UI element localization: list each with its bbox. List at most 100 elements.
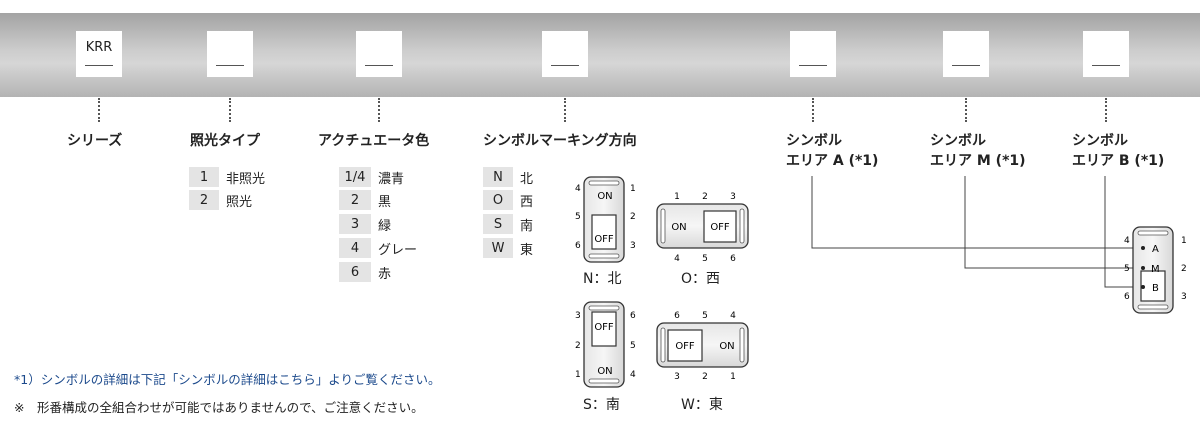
label-symbol: シンボル — [930, 133, 986, 149]
area-a-code-box — [790, 31, 836, 77]
leader-line-b — [1104, 176, 1143, 288]
dotted-connector — [229, 98, 231, 122]
dotted-connector — [812, 98, 814, 122]
terminal-label: 5 — [630, 341, 636, 351]
switch-south-diagram: OFF ON 3 2 1 6 5 4 — [575, 301, 636, 388]
off-label: OFF — [710, 222, 730, 233]
terminal-label: 5 — [575, 212, 581, 222]
code-underline — [952, 65, 980, 66]
option-label: 黒 — [378, 194, 392, 210]
terminal-label: 1 — [730, 372, 736, 382]
actuator-color-code-box — [356, 31, 402, 77]
label-series: シリーズ — [67, 133, 123, 149]
terminal-label: 3 — [575, 311, 581, 321]
area-marker-m: M — [1151, 264, 1160, 275]
terminal-label: 6 — [1124, 292, 1130, 302]
caption-east: W：東 — [681, 397, 723, 413]
direction-option: N 北 — [483, 167, 533, 187]
code-underline — [365, 65, 393, 66]
terminal-label: 4 — [1124, 236, 1130, 246]
color-option: 6 赤 — [339, 262, 391, 282]
terminal-label: 1 — [630, 184, 636, 194]
switch-west-diagram: ON OFF 1 2 3 4 5 6 — [656, 192, 749, 264]
caption-west: O：西 — [681, 271, 721, 287]
label-marking-direction: シンボルマーキング方向 — [483, 133, 637, 149]
label-area-m: エリア M (*1) — [930, 153, 1026, 169]
on-label: ON — [719, 341, 734, 352]
terminal-label: 1 — [575, 370, 581, 380]
label-actuator-color: アクチュエータ色 — [318, 133, 430, 149]
terminal-label: 5 — [1124, 264, 1130, 274]
symbol-area-diagram: A M B 4 5 6 1 2 3 — [811, 176, 1187, 314]
terminal-label: 6 — [674, 311, 680, 321]
label-symbol-area-m: シンボル エリア M (*1) — [930, 131, 1026, 171]
color-option: 3 緑 — [339, 214, 391, 234]
footnote-symbol-details: *1）シンボルの詳細は下記「シンボルの詳細はこちら」よりご覧ください。 — [14, 372, 441, 387]
label-symbol: シンボル — [1072, 133, 1128, 149]
option-label: 非照光 — [226, 171, 266, 187]
direction-option: S 南 — [483, 214, 533, 234]
terminal-label: 5 — [702, 311, 708, 321]
option-code: O — [483, 190, 513, 210]
option-label: グレー — [378, 242, 418, 258]
terminal-label: 6 — [730, 254, 736, 264]
option-code: 3 — [339, 214, 371, 234]
marking-direction-code-box — [542, 31, 588, 77]
terminal-label: 3 — [674, 372, 680, 382]
dotted-connector — [98, 98, 100, 122]
off-label: OFF — [675, 341, 695, 352]
off-label: OFF — [594, 322, 614, 333]
option-code: 6 — [339, 262, 371, 282]
color-option: 4 グレー — [339, 238, 417, 258]
terminal-label: 4 — [730, 311, 736, 321]
label-area-a: エリア A (*1) — [786, 153, 879, 169]
terminal-label: 4 — [630, 370, 636, 380]
on-label: ON — [597, 191, 612, 202]
terminal-label: 2 — [1181, 264, 1187, 274]
terminal-label: 4 — [575, 184, 581, 194]
label-symbol: シンボル — [786, 133, 842, 149]
label-symbol-area-a: シンボル エリア A (*1) — [786, 131, 878, 171]
series-code: KRR — [85, 40, 113, 55]
terminal-label: 6 — [575, 241, 581, 251]
illumination-option: 1 非照光 — [189, 167, 265, 187]
option-label: 緑 — [378, 218, 392, 234]
color-option: 1/4 濃青 — [339, 167, 404, 187]
color-option: 2 黒 — [339, 190, 391, 210]
switch-north-diagram: ON OFF 4 5 6 1 2 3 — [575, 176, 636, 263]
footnote-combination-warning: ※ 形番構成の全組合わせが可能ではありませんので、ご注意ください。 — [14, 400, 424, 415]
on-label: ON — [597, 366, 612, 377]
caption-north: N：北 — [583, 271, 622, 287]
option-label: 濃青 — [378, 171, 405, 187]
terminal-label: 6 — [630, 311, 636, 321]
leader-line-a — [811, 176, 1143, 249]
option-code: N — [483, 167, 513, 187]
off-label: OFF — [594, 234, 614, 245]
terminal-label: 2 — [702, 192, 708, 202]
terminal-label: 5 — [702, 254, 708, 264]
area-marker-a: A — [1152, 244, 1159, 255]
option-label: 西 — [520, 194, 534, 210]
on-label: ON — [671, 222, 686, 233]
illumination-option: 2 照光 — [189, 190, 252, 210]
option-code: 1 — [189, 167, 219, 187]
code-underline — [551, 65, 579, 66]
option-code: 4 — [339, 238, 371, 258]
area-marker-b: B — [1152, 283, 1159, 294]
option-label: 赤 — [378, 266, 392, 282]
option-label: 照光 — [226, 194, 253, 210]
option-label: 南 — [520, 218, 534, 234]
area-b-code-box — [1083, 31, 1129, 77]
label-illumination: 照光タイプ — [190, 133, 260, 149]
terminal-label: 2 — [575, 341, 581, 351]
illumination-code-box — [207, 31, 253, 77]
leader-line-m — [964, 176, 1143, 269]
dotted-connector — [965, 98, 967, 122]
area-m-code-box — [943, 31, 989, 77]
series-code-box: KRR — [76, 31, 122, 77]
terminal-label: 2 — [630, 212, 636, 222]
terminal-label: 4 — [674, 254, 680, 264]
caption-south: S：南 — [583, 397, 620, 413]
option-label: 東 — [520, 242, 534, 258]
